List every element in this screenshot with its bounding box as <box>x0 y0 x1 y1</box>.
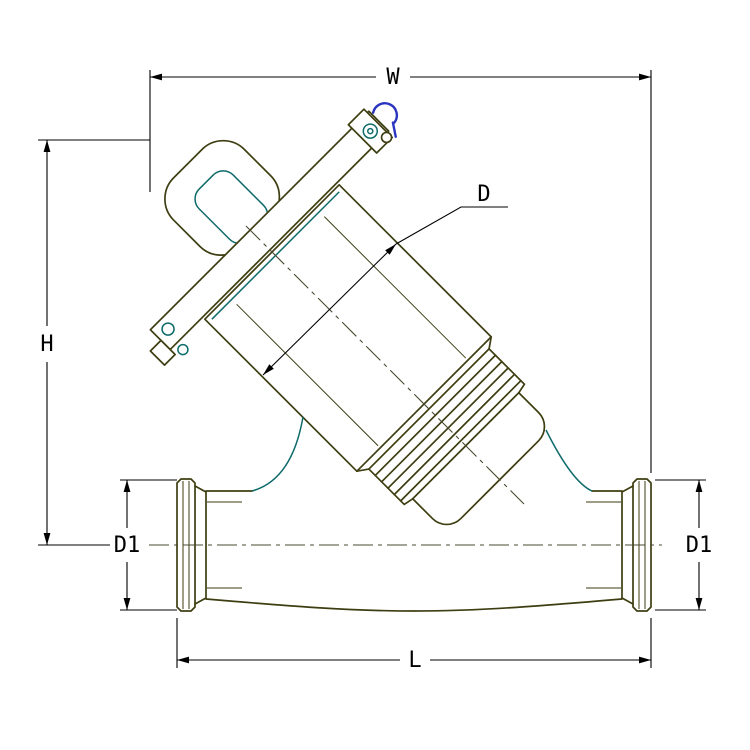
run-fill <box>206 491 622 611</box>
body-axis-centerline <box>245 225 525 505</box>
l-arrow-right <box>639 656 651 664</box>
d-leader-line <box>395 206 508 245</box>
clamp-assembly <box>149 102 399 366</box>
d1-left-label: D1 <box>114 533 141 558</box>
d1-left-arrow-bottom <box>123 598 131 610</box>
dimension-d: D <box>262 182 508 376</box>
d1-left-label-bg <box>110 531 144 557</box>
l-arrow-left <box>177 656 189 664</box>
safety-clip <box>371 102 399 138</box>
dimension-h: H <box>38 139 150 546</box>
dimension-d1-left: D1 <box>110 479 177 611</box>
junction-fillets <box>251 416 593 492</box>
d-arrow-upper <box>385 244 396 255</box>
h-arrow-bottom <box>43 533 51 545</box>
d1-right-arrow-bottom <box>695 598 703 610</box>
d1-right-arrow-top <box>695 480 703 492</box>
run-bore-lines <box>207 501 621 589</box>
w-extension-lines <box>149 70 652 473</box>
d-label: D <box>477 182 490 207</box>
dimension-l: L <box>176 618 652 673</box>
body-bore-lines <box>236 216 467 447</box>
d1-right-label: D1 <box>686 533 713 558</box>
w-label: W <box>386 65 400 90</box>
d-arrow-lower <box>263 364 274 375</box>
latch-bolt-center <box>367 127 374 135</box>
latch-pin-end <box>380 131 393 144</box>
w-arrow-left <box>150 73 162 81</box>
h-label: H <box>40 332 53 357</box>
d-dimension-line <box>262 243 397 376</box>
hinge-tab <box>149 339 176 366</box>
latch-bolt-head <box>362 123 379 139</box>
d1-right-extension-lines <box>655 479 706 611</box>
run-bottom-edge <box>205 598 623 612</box>
l-label: L <box>408 648 421 673</box>
left-neck <box>194 485 207 605</box>
horizontal-run <box>205 490 623 612</box>
h-extension-lines <box>38 139 150 546</box>
d1-left-extension-lines <box>120 479 177 611</box>
hinge-pin-lower <box>177 343 189 356</box>
dimension-d1-right: D1 <box>655 479 713 611</box>
right-fillet-curve <box>545 429 593 492</box>
d1-left-arrow-top <box>123 480 131 492</box>
right-neck <box>621 485 634 605</box>
left-fillet-curve <box>251 416 304 492</box>
h-arrow-top <box>43 140 51 152</box>
w-arrow-right <box>639 73 651 81</box>
hinge-pin-upper <box>161 322 175 336</box>
clamp-bar <box>149 110 390 351</box>
centerlines <box>115 225 662 546</box>
dimension-w: W <box>149 65 652 473</box>
